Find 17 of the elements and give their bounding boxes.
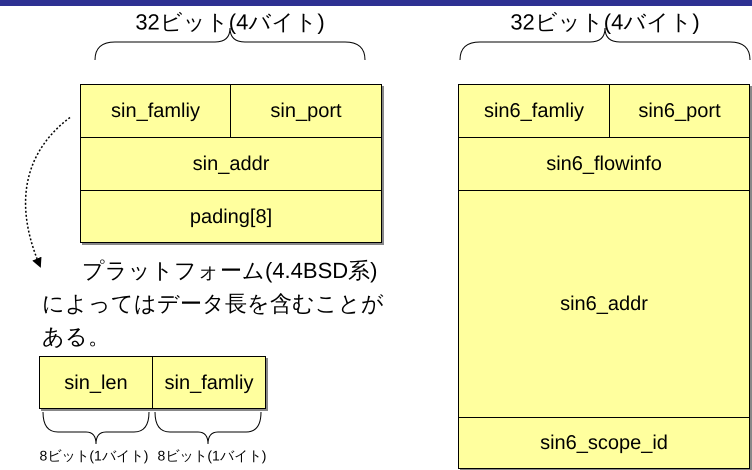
field-cell: pading[8] bbox=[80, 190, 382, 243]
size-label: 8ビット(1バイト) bbox=[40, 446, 148, 466]
field-cell: sin6_famliy bbox=[458, 84, 610, 138]
size-label: 8ビット(1バイト) bbox=[158, 446, 266, 466]
field-cell: sin_port bbox=[230, 84, 382, 138]
size-label: 32ビット(4バイト) bbox=[135, 8, 325, 36]
field-cell: sin6_flowinfo bbox=[458, 137, 750, 191]
field-cell: sin6_port bbox=[609, 84, 750, 138]
field-cell: sin6_addr bbox=[458, 190, 750, 418]
field-cell: sin6_scope_id bbox=[458, 417, 750, 469]
size-label: 32ビット(4バイト) bbox=[510, 8, 700, 36]
field-cell: sin_len bbox=[39, 356, 153, 409]
field-cell: sin_famliy bbox=[152, 356, 266, 409]
field-cell: sin_addr bbox=[80, 137, 382, 191]
note-text: プラットフォーム(4.4BSD系)によってはデータ長を含むことがある。 bbox=[42, 257, 385, 351]
field-cell: sin_famliy bbox=[80, 84, 231, 138]
dotted-arrow bbox=[24, 116, 70, 268]
